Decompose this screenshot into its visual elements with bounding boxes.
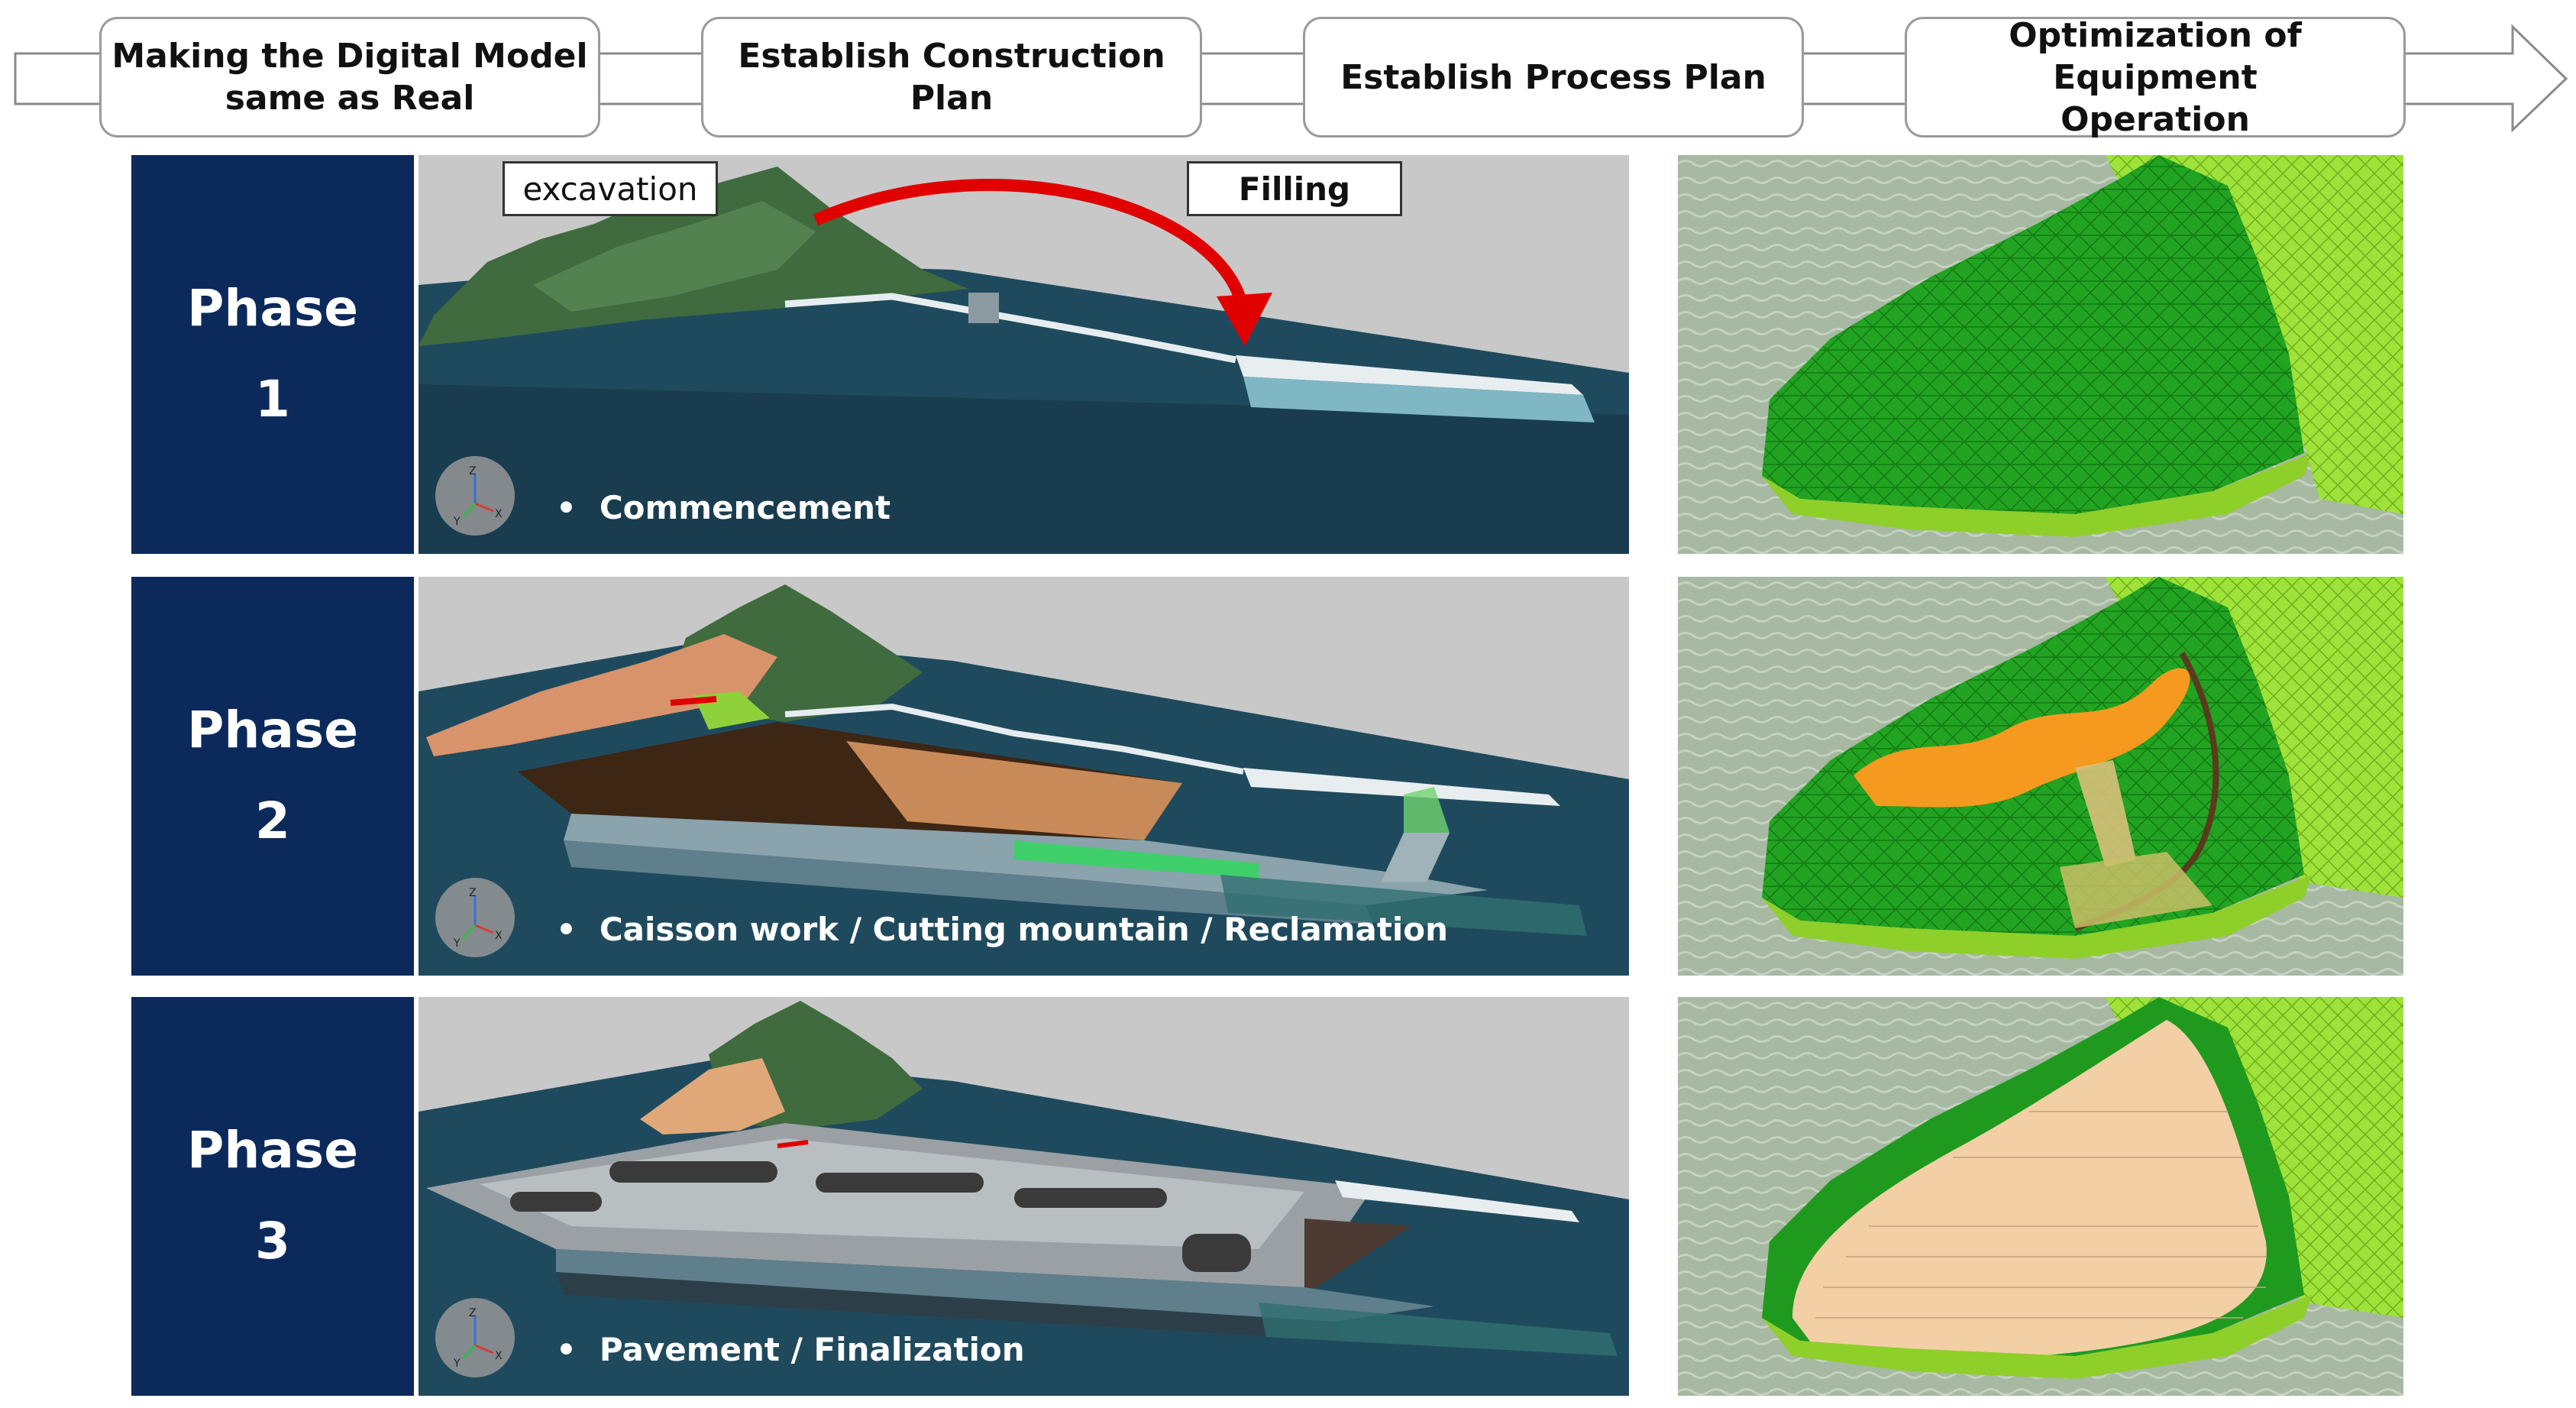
phase-number: 3 [255,1212,290,1270]
phase-number: 2 [255,791,290,850]
phase-3-terrain-mesh [1678,997,2403,1396]
axis-icon: Z X Y [435,1298,515,1377]
axis-icon: Z X Y [435,878,515,957]
excavation-tag: excavation [503,161,718,216]
phase-word: Phase [187,701,358,760]
phase-3-caption: •Pavement / Finalization [556,1331,1025,1368]
phase-1-terrain-mesh [1678,155,2403,554]
phase-1-label: Phase 1 [131,155,414,554]
svg-text:X: X [495,1350,503,1362]
process-flow: Making the Digital Model same as Real Es… [0,0,2576,145]
phase-3-render [419,997,1629,1396]
phase-word: Phase [187,279,358,338]
svg-text:Z: Z [469,887,477,899]
flow-step-equipment-optimization: Optimization of Equipment Operation [1905,16,2406,139]
svg-text:Y: Y [453,937,461,950]
phase-3-label: Phase 3 [131,997,414,1396]
axis-icon: Z X Y [435,456,515,536]
curved-arrow-icon [813,179,1249,313]
filling-tag: Filling [1187,161,1402,216]
svg-text:X: X [495,508,503,520]
phase-number: 1 [255,370,290,429]
phase-1-caption: •Commencement [556,489,891,526]
phase-3-scene: Z X Y •Pavement / Finalization [419,997,1629,1396]
svg-text:Z: Z [469,465,477,477]
phase-word: Phase [187,1121,358,1180]
phase-1-render [419,155,1629,554]
svg-text:X: X [495,930,503,942]
svg-text:Z: Z [469,1307,477,1319]
flow-step-construction-plan: Establish Construction Plan [701,17,1202,138]
phase-2-label: Phase 2 [131,577,414,976]
svg-text:Y: Y [453,1358,461,1370]
phase-2-scene: Z X Y •Caisson work / Cutting mountain /… [419,577,1629,976]
flow-step-digital-model: Making the Digital Model same as Real [99,17,600,138]
phase-2-render [419,577,1629,976]
phase-1-scene: excavation Filling Z X Y •Commencement [419,155,1629,554]
flow-step-process-plan: Establish Process Plan [1303,17,1804,138]
svg-text:Y: Y [453,516,461,528]
phase-2-caption: •Caisson work / Cutting mountain / Recla… [556,911,1449,948]
phase-2-terrain-mesh [1678,577,2403,976]
